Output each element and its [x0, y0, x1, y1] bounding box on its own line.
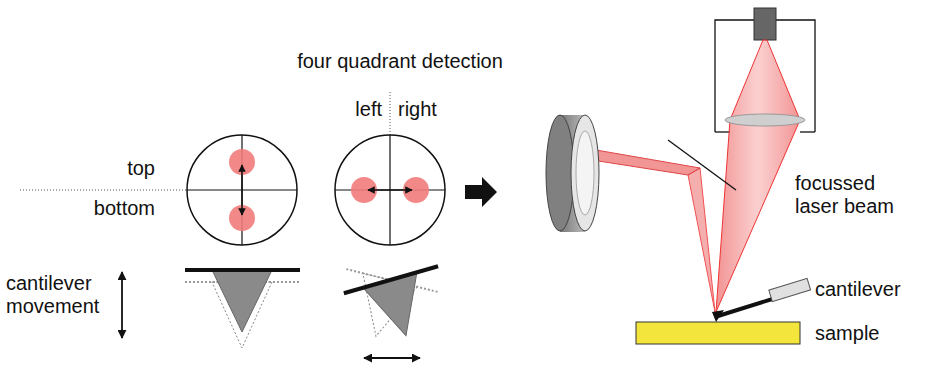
photodetector	[546, 115, 599, 232]
part-label: cantilever	[815, 278, 930, 301]
quadrant-label: right	[398, 98, 480, 121]
cantilever-torsion	[332, 266, 454, 349]
laser-beam	[716, 40, 800, 312]
caption-label: cantilever movement	[6, 272, 112, 318]
quadrant-label: top	[60, 157, 155, 180]
cantilever-vertical	[185, 270, 300, 348]
guide-line	[20, 190, 187, 191]
quadrant-label: bottom	[60, 197, 155, 220]
sample-block	[636, 322, 800, 344]
laser-beam	[592, 150, 700, 175]
quadrant-detector	[335, 135, 445, 245]
part-label: focussed laser beam	[795, 172, 915, 218]
mirror	[668, 140, 736, 190]
block-arrow	[465, 177, 497, 207]
cantilever-probe	[712, 278, 811, 322]
quadrant-label: left	[300, 98, 382, 121]
heading-label: four quadrant detection	[260, 50, 540, 73]
guide-line	[390, 92, 391, 135]
lens	[725, 114, 805, 126]
part-label: sample	[815, 322, 930, 345]
movement-arrow	[364, 357, 420, 359]
movement-arrow	[121, 272, 123, 338]
laser-beam	[688, 168, 715, 312]
quadrant-detector	[187, 135, 297, 245]
